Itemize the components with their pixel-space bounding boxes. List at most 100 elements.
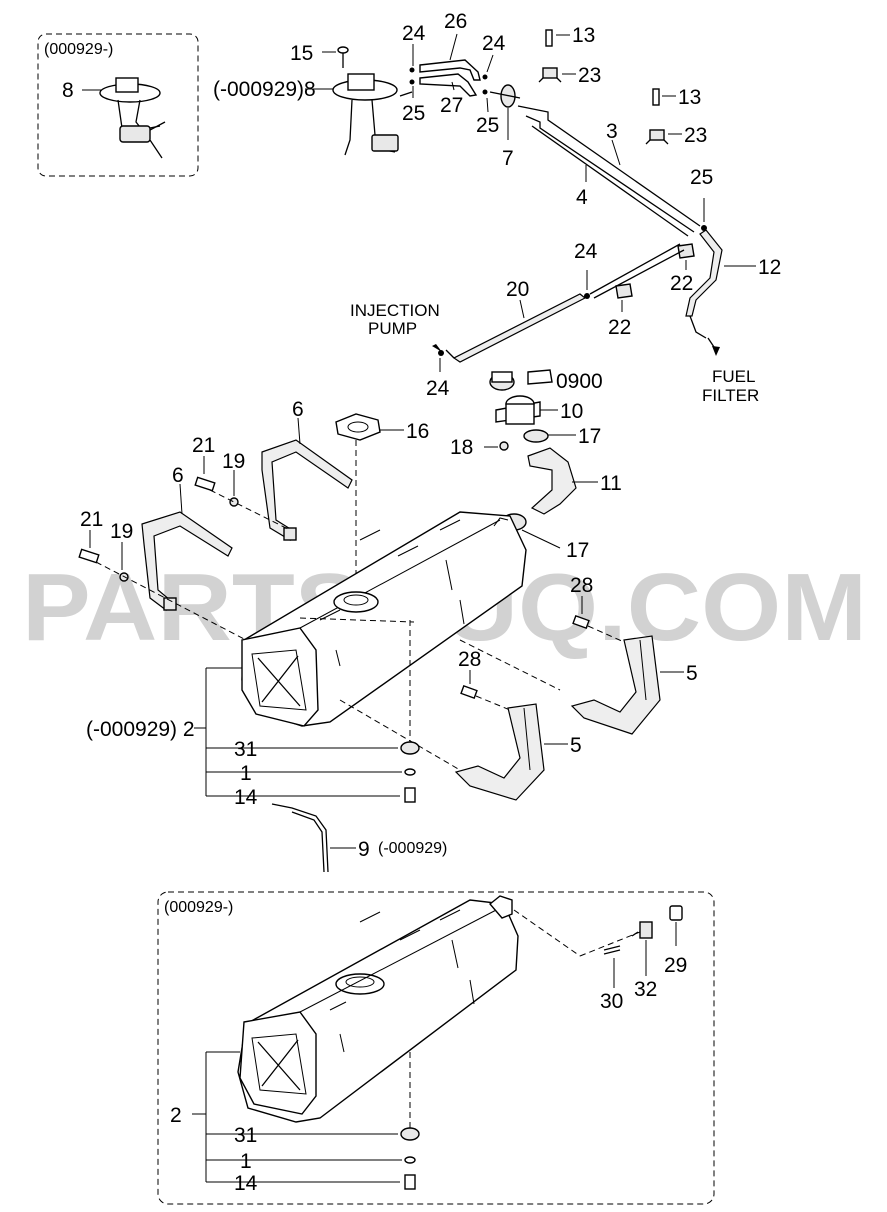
callout-22-b: 22 xyxy=(608,316,631,339)
valve-32 xyxy=(631,921,653,939)
callout-10: 10 xyxy=(560,400,583,423)
callout-6-a: 6 xyxy=(292,398,304,421)
callout-9: 9 xyxy=(358,838,370,861)
callout-23-a: 23 xyxy=(578,64,601,87)
fuel-tank-inset xyxy=(237,895,519,1123)
ring-1-main xyxy=(404,768,416,776)
callout-24-b: 24 xyxy=(482,32,506,55)
fuel-tank-main xyxy=(241,511,527,727)
callout-22-a: 22 xyxy=(670,272,693,295)
callout-14-inset: 14 xyxy=(234,1172,258,1195)
hose-26-27 xyxy=(419,59,481,97)
callout-6-b: 6 xyxy=(172,464,184,487)
bolt-21-b xyxy=(78,548,100,564)
callout-0900: 0900 xyxy=(556,370,603,393)
callout-13-a: 13 xyxy=(572,24,595,47)
fuel-filter-label-2: FILTER xyxy=(702,386,759,405)
callout-30: 30 xyxy=(600,990,623,1013)
callout-27: 27 xyxy=(440,94,463,117)
fitting-7 xyxy=(489,84,521,108)
gasket-16 xyxy=(335,413,381,441)
callout-15: 15 xyxy=(290,42,313,65)
clip-22-b xyxy=(615,283,633,299)
callout-28-b: 28 xyxy=(458,648,481,671)
callout-3: 3 xyxy=(606,120,618,143)
callout-19-b: 19 xyxy=(110,520,133,543)
callout-11: 11 xyxy=(600,472,622,495)
callout-16: 16 xyxy=(406,420,429,443)
screw-15-head xyxy=(337,46,349,54)
part-0900-symbol xyxy=(527,369,553,385)
bolt-28-b xyxy=(460,684,478,700)
callout-12: 12 xyxy=(758,256,781,279)
clamp-17-a xyxy=(523,429,549,443)
inset-date-label: (000929-) xyxy=(44,41,113,58)
callout-28-a: 28 xyxy=(570,574,593,597)
callout-14-main: 14 xyxy=(234,786,258,809)
callout-31-main: 31 xyxy=(234,738,257,761)
clip-22-a xyxy=(677,243,695,259)
bracket-5-a xyxy=(570,635,661,735)
bracket-5-b xyxy=(454,703,545,801)
callout-13-b: 13 xyxy=(678,86,701,109)
washer-31-inset xyxy=(400,1127,420,1141)
filler-neck-10 xyxy=(495,395,541,425)
fuel-pump-sender-inset xyxy=(99,77,166,159)
callout-29: 29 xyxy=(664,954,687,977)
callout-5-a: 5 xyxy=(686,662,698,685)
callout-21-a: 21 xyxy=(192,434,215,457)
callout-8-inset: 8 xyxy=(62,79,74,102)
fuel-pump-sender xyxy=(332,73,413,156)
callout-7: 7 xyxy=(502,147,514,170)
callout-18: 18 xyxy=(450,436,473,459)
pipe-9 xyxy=(271,803,329,873)
callout-32: 32 xyxy=(634,978,657,1001)
bolt-21-a xyxy=(194,476,216,492)
callout-25-b: 25 xyxy=(476,114,499,137)
callout-4: 4 xyxy=(576,186,588,209)
tank-strap-6-b xyxy=(141,511,233,611)
injection-pump-label-2: PUMP xyxy=(368,319,417,338)
callout-31-inset: 31 xyxy=(234,1124,257,1147)
bolt-14-main xyxy=(404,787,416,803)
callout-25-a: 25 xyxy=(402,102,425,125)
bolt-28-a xyxy=(572,614,590,630)
inset-fuel-pump: (000929-) 8 xyxy=(37,33,199,177)
tank-main-callouts xyxy=(194,667,402,797)
tank-strap-6-a xyxy=(261,439,353,541)
callout-2-main: (-000929) 2 xyxy=(86,718,195,741)
arrow-injection-pump xyxy=(432,344,442,352)
inset-border xyxy=(37,33,199,177)
bolt-14-inset xyxy=(404,1174,416,1190)
injection-pump-label-1: INJECTION xyxy=(350,301,440,320)
callout-23-b: 23 xyxy=(684,124,707,147)
hose-12 xyxy=(685,229,723,339)
clip-23-a xyxy=(538,67,562,83)
callout-21-b: 21 xyxy=(80,508,103,531)
callout-20: 20 xyxy=(506,278,529,301)
inset-fuel-tank: (000929-) 30 32 29 xyxy=(157,891,715,1205)
fuel-filter-label-1: FUEL xyxy=(712,367,755,386)
callout-2-inset: 2 xyxy=(170,1104,182,1127)
callout-24-c: 24 xyxy=(574,240,598,263)
callout-24-d: 24 xyxy=(426,377,450,400)
ring-1-inset xyxy=(404,1156,416,1164)
bolt-13-a xyxy=(545,29,553,47)
pipe-30 xyxy=(603,945,621,955)
callout-26: 26 xyxy=(444,10,467,33)
tank-inset-callouts xyxy=(192,1051,402,1183)
callout-19-a: 19 xyxy=(222,450,245,473)
callout-5-b: 5 xyxy=(570,734,582,757)
callout-25-c: 25 xyxy=(690,166,713,189)
callout-17-a: 17 xyxy=(578,425,601,448)
clip-23-b xyxy=(645,129,669,145)
filler-hose-11 xyxy=(527,447,577,515)
callout-1-main: 1 xyxy=(240,762,252,785)
callout-9-date: (-000929) xyxy=(378,840,447,857)
callout-1-inset: 1 xyxy=(240,1150,252,1173)
inset-date-label: (000929-) xyxy=(164,899,233,916)
bolt-13-b xyxy=(652,88,660,106)
return-pipe-20 xyxy=(445,243,685,363)
washer-31-main xyxy=(400,741,420,755)
